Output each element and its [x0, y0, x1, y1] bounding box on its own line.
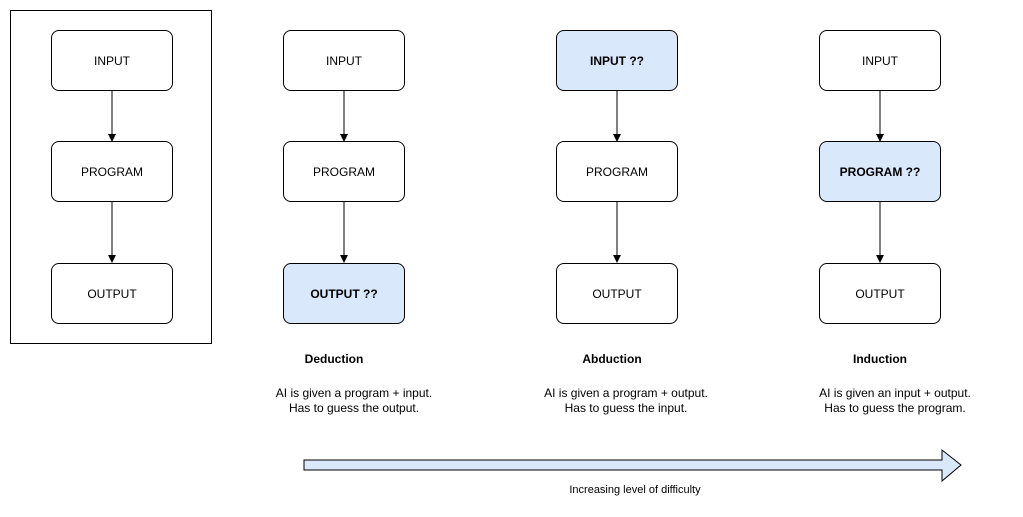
description-line: Has to guess the input.	[564, 401, 688, 415]
input-node: INPUT	[283, 30, 405, 91]
program-unknown-node: PROGRAM ??	[819, 141, 941, 202]
input-node: INPUT	[51, 30, 173, 91]
induction-heading: Induction	[853, 352, 907, 366]
deduction-heading: Deduction	[304, 352, 364, 366]
difficulty-caption: Increasing level of difficulty	[569, 484, 701, 496]
program-node: PROGRAM	[283, 141, 405, 202]
induction-description: AI is given an input + output. Has to gu…	[775, 386, 1015, 416]
reference-frame	[10, 10, 212, 344]
input-unknown-node: INPUT ??	[556, 30, 678, 91]
program-node: PROGRAM	[556, 141, 678, 202]
difficulty-arrow	[303, 448, 962, 483]
abduction-description: AI is given a program + output. Has to g…	[506, 386, 746, 416]
description-line: Has to guess the output.	[288, 401, 420, 415]
description-line: AI is given a program + input.	[275, 386, 433, 400]
description-line: Has to guess the program.	[824, 401, 966, 415]
deduction-description: AI is given a program + input. Has to gu…	[234, 386, 474, 416]
description-line: AI is given an input + output.	[819, 386, 971, 400]
output-node: OUTPUT	[51, 263, 173, 324]
abduction-heading: Abduction	[582, 352, 642, 366]
output-node: OUTPUT	[819, 263, 941, 324]
input-node: INPUT	[819, 30, 941, 91]
output-node: OUTPUT	[556, 263, 678, 324]
output-unknown-node: OUTPUT ??	[283, 263, 405, 324]
description-line: AI is given a program + output.	[544, 386, 708, 400]
program-node: PROGRAM	[51, 141, 173, 202]
